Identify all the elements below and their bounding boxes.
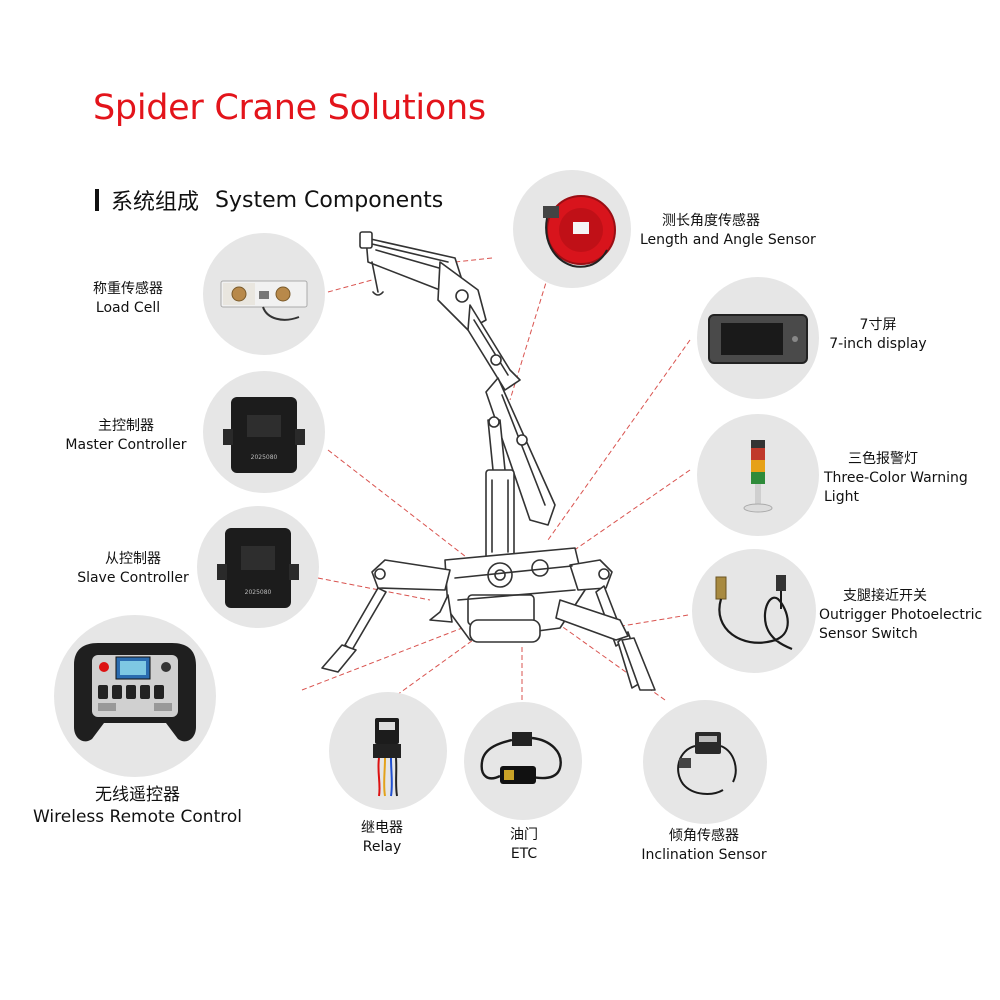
load-cell-circle [203,233,325,355]
inclination-sensor-image [677,732,737,795]
wireless-remote-label-en: Wireless Remote Control [33,807,242,827]
etc-label: 油门 ETC [497,826,551,864]
relay-circle [329,692,447,810]
outrigger-switch-label: 支腿接近开关 Outrigger Photoelectric Sensor Sw… [819,587,982,644]
section-heading-zh: 系统组成 [111,190,200,215]
section-heading-en: System Components [215,187,444,213]
etc-image [480,732,562,784]
load-cell-image [220,280,308,321]
etc-circle [464,702,582,820]
master-controller-chip-text: 2025080 [251,454,278,461]
warning-light-label-en2: Light [824,489,859,505]
leader-line-remote [301,624,471,691]
inclination-sensor-label: 倾角传感器 Inclination Sensor [640,827,768,865]
slave-controller-circle: 2025080 [197,506,319,628]
slave-controller-label-zh: 从控制器 [105,551,161,567]
slave-controller-label: 从控制器 Slave Controller [72,550,194,588]
display-image [708,314,808,364]
display-label: 7寸屏 7-inch display [826,316,930,354]
leader-line-warning [559,469,691,561]
length-angle-sensor-label-zh: 测长角度传感器 [662,213,760,229]
leader-line-length-angle [454,257,493,263]
length-angle-sensor-circle [513,170,631,288]
outrigger-switch-label-en1: Outrigger Photoelectric [819,607,983,623]
inclination-sensor-label-zh: 倾角传感器 [669,828,739,844]
heading-bar [95,189,99,211]
relay-image [373,718,401,797]
leader-line-master [327,449,471,561]
crane-outline [321,231,656,691]
length-angle-sensor-image [543,195,616,268]
etc-label-zh: 油门 [510,827,538,843]
section-heading: 系统组成 System Components [95,184,443,216]
outrigger-switch-circle [692,549,816,673]
wireless-remote-image [74,643,196,742]
relay-label-zh: 继电器 [361,820,403,836]
slave-controller-label-en: Slave Controller [77,570,189,586]
leader-line-relay [389,634,481,701]
display-label-zh: 7寸屏 [859,317,897,333]
outrigger-switch-image [715,575,793,651]
master-controller-circle: 2025080 [203,371,325,493]
warning-light-label-zh: 三色报警灯 [848,451,918,467]
warning-light-circle [697,414,819,536]
slave-controller-image: 2025080 [217,528,299,608]
outrigger-switch-label-en2: Sensor Switch [819,626,918,642]
master-controller-label-en: Master Controller [65,437,187,453]
master-controller-label: 主控制器 Master Controller [62,417,190,455]
inclination-sensor-circle [643,700,767,824]
relay-label-en: Relay [362,839,402,855]
warning-light-label: 三色报警灯 Three-Color Warning Light [824,450,968,507]
wireless-remote-label-zh: 无线遥控器 [95,785,180,805]
wireless-remote-circle [54,615,216,777]
outrigger-switch-label-zh: 支腿接近开关 [843,588,927,604]
load-cell-label-en: Load Cell [95,300,161,316]
relay-label: 继电器 Relay [350,819,414,857]
wireless-remote-label: 无线遥控器 Wireless Remote Control [30,784,245,828]
load-cell-label: 称重传感器 Load Cell [88,280,168,318]
master-controller-label-zh: 主控制器 [98,418,154,434]
length-angle-sensor-label: 测长角度传感器 Length and Angle Sensor [640,212,816,250]
page-title: Spider Crane Solutions [93,88,486,128]
display-label-en: 7-inch display [829,336,927,352]
master-controller-image: 2025080 [223,397,305,473]
leader-line-load-cell [327,279,373,293]
etc-label-en: ETC [510,846,538,862]
leader-line-inclination [559,624,666,701]
display-circle [697,277,819,399]
warning-light-image [743,440,773,513]
warning-light-label-en1: Three-Color Warning [824,470,968,486]
length-angle-sensor-label-en: Length and Angle Sensor [640,232,816,248]
slave-controller-chip-text: 2025080 [245,589,272,596]
inclination-sensor-label-en: Inclination Sensor [641,847,767,863]
load-cell-label-zh: 称重传感器 [93,281,163,297]
leader-line-slave [317,577,431,601]
leader-line-display [547,339,691,541]
